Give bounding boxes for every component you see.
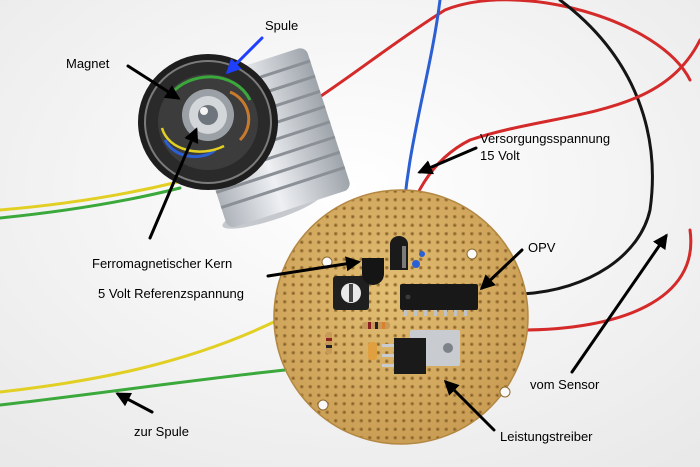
- label-versorgungsspannung: Versorgungsspannung: [480, 131, 611, 146]
- label-zur-spule: zur Spule: [134, 424, 189, 439]
- pcb-components: [326, 236, 478, 374]
- arrow-leistungstreiber: [443, 379, 496, 432]
- arrow-opv: [479, 248, 524, 291]
- arrow-magnet: [126, 64, 181, 100]
- pcb-board: [273, 189, 529, 445]
- label-opv: OPV: [528, 240, 556, 255]
- label-ferromagnetischer-kern: Ferromagnetischer Kern: [92, 256, 233, 271]
- wires-left: [0, 180, 287, 407]
- arrow-referenz: [266, 256, 361, 278]
- arrow-versorgung: [417, 146, 478, 175]
- arrow-kern: [148, 127, 199, 240]
- label-leistungstreiber: Leistungstreiber: [500, 429, 593, 444]
- annotation-arrows: [115, 36, 668, 432]
- label-spule: Spule: [265, 18, 299, 33]
- arrow-sensor: [570, 233, 668, 374]
- label-15-volt: 15 Volt: [480, 148, 520, 163]
- arrow-spule: [225, 36, 264, 75]
- label-magnet: Magnet: [66, 56, 110, 71]
- label-referenzspannung: 5 Volt Referenzspannung: [98, 286, 244, 301]
- arrow-zur-spule: [115, 392, 154, 414]
- label-vom-sensor: vom Sensor: [530, 377, 600, 392]
